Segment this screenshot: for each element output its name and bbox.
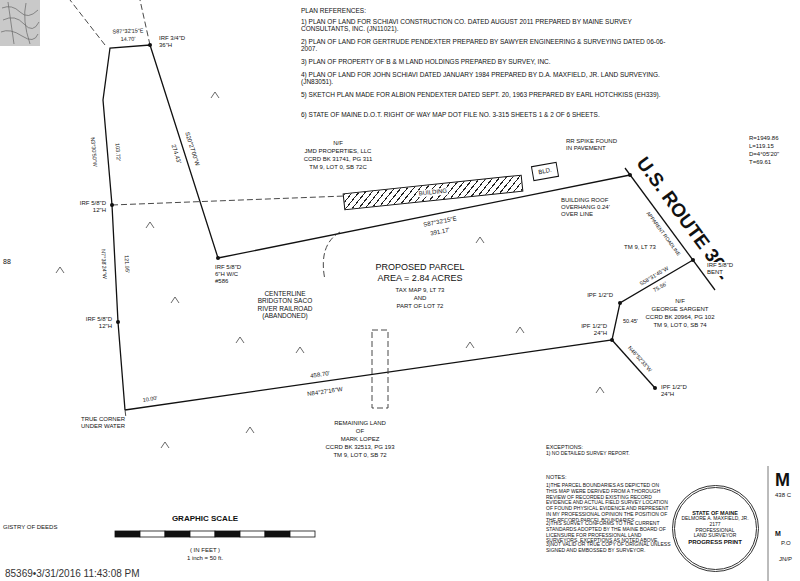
abutter-label: CCRD BK 31741, PG 311 (303, 156, 374, 163)
plan-reference: 6) STATE OF MAINE D.O.T. RIGHT OF WAY MA… (300, 111, 672, 118)
tree-symbols (56, 92, 604, 448)
bearing-label: N3°30'50"W (89, 136, 98, 168)
monument-note: IRF 5/8"D 6"H W/C #586 (214, 264, 246, 285)
title-block-fragment: M (774, 530, 782, 538)
distance-label: 10.00' (141, 395, 159, 404)
scale-unit: ( IN FEET ) (189, 547, 221, 554)
parcel-note: PART OF LOT 72 (396, 303, 445, 310)
node-text: BLD. (537, 166, 553, 175)
exception-note: 1) NO DETAILED SURVEY REPORT. (545, 451, 631, 457)
bearing-label: S20°27'00"W (183, 130, 201, 168)
survey-points (110, 43, 695, 390)
bearing-label: S87°32'15"E (111, 27, 144, 34)
abutter-label: CCRD BK 20964, PG 102 (644, 314, 715, 321)
curve-data: L=119.15 (748, 143, 775, 150)
corner-note: TRUE CORNER UNDER WATER (78, 416, 128, 430)
parcel-boundary (103, 45, 715, 410)
abutter-label: OF (355, 428, 365, 435)
abutter-label: MARK LOPEZ (340, 436, 381, 443)
curve-data: R=1949.86 (748, 135, 780, 142)
building-footprint: BUILDING (343, 174, 524, 210)
plan-reference: 2) PLAN OF LAND FOR GERTRUDE PENDEXTER P… (300, 38, 672, 53)
title-block-fragment: JN/P (778, 556, 793, 563)
survey-note: 2)THIS SURVEY CONFORMS TO THE CURRENT ST… (545, 521, 672, 544)
abutter-label: N/F (674, 298, 686, 305)
bearing-label: N46°52'33"W (626, 344, 654, 374)
edge-fragment: 88 (2, 258, 12, 266)
abutter-label: TM 9, LOT 0, SB 74 (652, 322, 707, 329)
monument-note: IRF 3/4"D 36"H (158, 35, 190, 49)
monument-note: IRF 5/8"D 12"H (77, 200, 107, 214)
abutter-label: TM 9, LOT 0, SB 72 (332, 452, 387, 459)
plan-reference-heading: PLAN REFERENCES: (300, 7, 367, 14)
plan-reference: 1) PLAN OF LAND FOR SCHIAVI CONSTRUCTION… (300, 18, 672, 33)
distance-label: 14.70' (119, 36, 136, 43)
line-note: BUILDING ROOF OVERHANG 0.24' OVER LINE (560, 197, 612, 218)
abutter-label: N/F (332, 140, 344, 147)
title-block-fragment: M (774, 470, 791, 491)
plan-reference: 4) PLAN OF LAND FOR JOHN SCHIAVI DATED J… (300, 71, 672, 86)
monument-note: RR SPIKE FOUND IN PAVEMENT (565, 138, 619, 152)
bearing-label: N84°27'16"W (306, 386, 344, 398)
monument-note: IRF 5/8"D BENT (706, 262, 736, 276)
title-block-fragment: P.O (780, 540, 792, 547)
distance-label: 458.70' (309, 370, 331, 380)
plan-reference: 5) SKETCH PLAN MADE FOR ALBION PENDEXTER… (300, 91, 672, 98)
exceptions-heading: EXCEPTIONS: (545, 444, 584, 450)
curve-data: D=4°05'20" (748, 151, 780, 158)
abutter-label: CCRD BK 32513, PG 193 (324, 444, 395, 451)
surveyor-seal: STATE OF MAINEDELMORE A. MAXFIELD, JR.21… (672, 485, 759, 572)
abutter-label: JMD PROPERTIES, LLC (304, 148, 373, 155)
abutter-label: TM 9, LOT 0, SB 72C (308, 164, 368, 171)
survey-note: 1)THE PARCEL BOUNDARIES AS DEPICTED ON T… (545, 483, 672, 523)
distance-label: 121.95' (123, 254, 130, 274)
bearing-label: S87°32'15"E (422, 215, 458, 229)
timestamp-watermark: 85369•3/31/2016 11:43:08 PM (4, 568, 141, 580)
scale-ratio: 1 inch = 50 ft. (186, 555, 224, 562)
parcel-title: PROPOSED PARCEL (375, 262, 466, 272)
parcel-area: AREA = 2.84 ACRES (377, 273, 464, 283)
topo-inset (0, 0, 40, 46)
monument-note: IPF 1/2"D (586, 292, 614, 299)
parcel-note: AND (413, 295, 428, 302)
graphic-scale-bar (115, 531, 315, 537)
small-building: BLD. (531, 161, 559, 180)
title-block-fragment: 438 C (774, 492, 792, 499)
distance-label: 103.72' (114, 142, 122, 162)
title-block-border (768, 466, 769, 581)
lot-label: TM 9, LT 73 (623, 244, 657, 251)
abutter-label: GEORGE SARGENT (650, 306, 709, 313)
parcel-note: TAX MAP 9, LT 73 (395, 287, 446, 294)
scale-title: GRAPHIC SCALE (171, 514, 239, 523)
node-text: PROGRESS PRINT (687, 539, 743, 546)
monument-note: IPF 1/2"D 24"H (660, 384, 692, 398)
railroad-label: CENTERLINE BRIDGTON SACO RIVER RAILROAD … (248, 290, 322, 320)
monument-note: IRF 5/8"D 12"H (83, 316, 113, 330)
abutter-label: REMAINING LAND (333, 420, 387, 427)
distance-label: 391.17' (429, 226, 451, 237)
distance-label: 75.56' (651, 280, 669, 294)
notes-heading: NOTES: (545, 474, 567, 480)
registry-fragment: GISTRY OF DEEDS (2, 524, 58, 531)
distance-label: 50.45' (622, 318, 639, 324)
distance-label: 274.43' (169, 143, 182, 166)
node-text: BUILDING (418, 187, 449, 197)
bearing-label: N7°38'24"W (100, 248, 108, 280)
curve-data: T=69.61 (748, 159, 772, 166)
monument-note: IPF 1/2"D 24"H (576, 323, 608, 337)
survey-note: 3)NOT VALID OR TRUE COPY OF ORIGINAL UNL… (545, 542, 672, 554)
plan-reference: 3) PLAN OF PROPERTY OF B & M LAND HOLDIN… (300, 58, 672, 65)
